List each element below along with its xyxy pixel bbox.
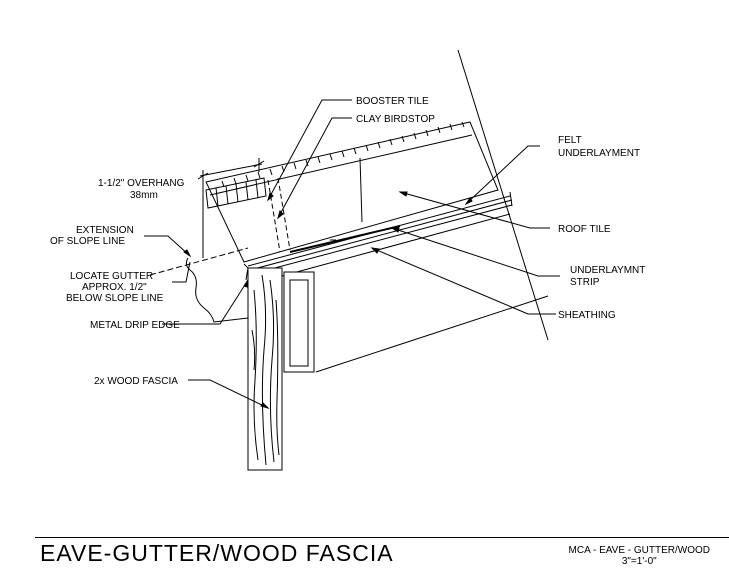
- drawing-title: EAVE-GUTTER/WOOD FASCIA: [40, 540, 394, 566]
- overhang-label-line2: 38mm: [130, 190, 158, 201]
- metal-drip-edge: [185, 257, 249, 323]
- title-rule: [35, 537, 729, 538]
- reference-scale: 3"=1'-0": [621, 556, 657, 567]
- booster-tile: [205, 177, 267, 209]
- underlayment-strip-label-line1: UNDERLAYMNT: [570, 265, 645, 276]
- locate-gutter-label-line2: APPROX. 1/2": [82, 282, 147, 293]
- felt-label-line1: FELT: [558, 135, 582, 146]
- roof-tile-label: ROOF TILE: [558, 224, 611, 235]
- wall-line: [457, 49, 549, 341]
- underlayment-layers: [247, 191, 513, 275]
- locate-gutter-label-line1: LOCATE GUTTER: [70, 271, 153, 282]
- wood-fascia: [247, 267, 283, 471]
- extension-label-line1: EXTENSION: [76, 225, 134, 236]
- overhang-dimension: [197, 158, 265, 258]
- clay-birdstop: [267, 177, 291, 253]
- overhang-label-line1: 1-1/2" OVERHANG: [98, 178, 185, 189]
- sheathing-label: SHEATHING: [558, 310, 616, 321]
- clay-birdstop-label: CLAY BIRDSTOP: [356, 114, 435, 125]
- underlayment-strip-label-line2: STRIP: [570, 277, 600, 288]
- rafter-block: [283, 271, 315, 373]
- booster-tile-label: BOOSTER TILE: [356, 96, 429, 107]
- roof-tile: [205, 121, 499, 263]
- leaders: [144, 99, 560, 410]
- wood-fascia-label: 2x WOOD FASCIA: [94, 376, 178, 387]
- metal-drip-edge-label: METAL DRIP EDGE: [90, 320, 180, 331]
- tile-ridges: [221, 121, 465, 188]
- reference-line1: MCA - EAVE - GUTTER/WOOD: [568, 545, 710, 556]
- sheathing: [281, 213, 549, 373]
- felt-label-line2: UNDERLAYMENT: [558, 148, 640, 159]
- extension-label-line2: OF SLOPE LINE: [50, 236, 125, 247]
- drawing-reference: MCA - EAVE - GUTTER/WOOD 3"=1'-0": [569, 545, 710, 567]
- locate-gutter-label-line3: BELOW SLOPE LINE: [66, 293, 164, 304]
- slope-extension-line: [149, 247, 249, 276]
